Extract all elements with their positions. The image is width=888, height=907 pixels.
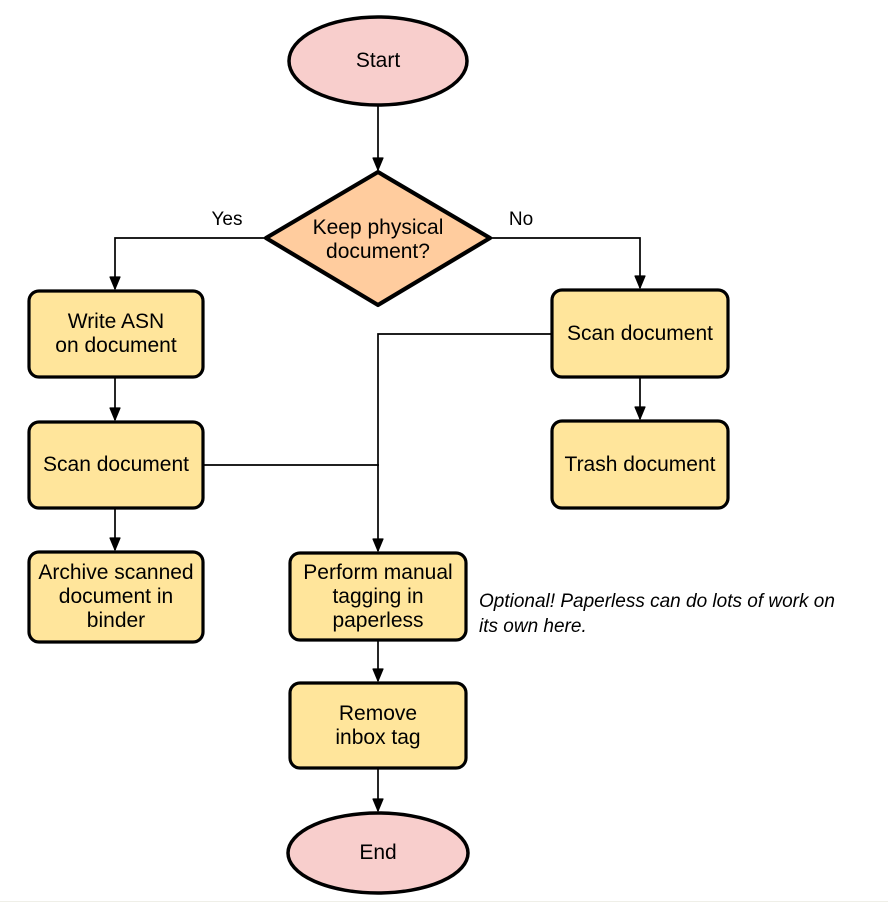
- page-bottom-border: [0, 901, 888, 902]
- edge-scan-right-to-perform-tagging: [372, 333, 552, 552]
- trash-document-node-shape: [550, 419, 730, 510]
- scan-document-right-node-shape: [550, 288, 730, 379]
- edge-layer: [109, 105, 646, 812]
- remove-inbox-node-shape: [288, 681, 468, 770]
- archive-node-shape: [27, 550, 205, 644]
- scan-document-left-node-shape: [27, 420, 205, 510]
- start-node-shape: [287, 15, 469, 107]
- end-node-shape: [286, 811, 470, 895]
- perform-tagging-node-shape: [288, 551, 468, 642]
- edge-decision-yes-to-write-asn: [109, 237, 266, 290]
- edge-decision-no-to-scan-right: [490, 237, 646, 289]
- decision-diamond-shape: [263, 169, 493, 308]
- write-asn-node-shape: [27, 289, 205, 379]
